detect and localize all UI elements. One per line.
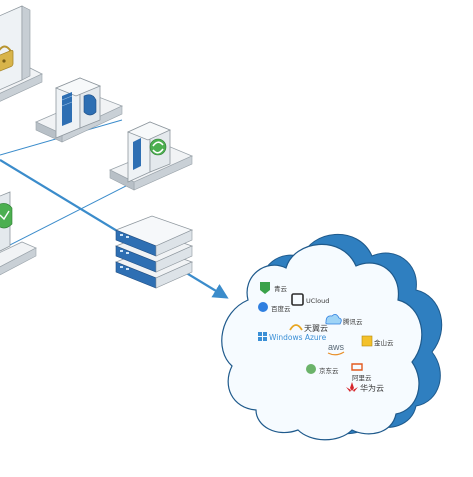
provider-label: 腾讯云 (343, 317, 363, 326)
provider-aliyun: 阿里云 (351, 363, 372, 382)
provider-label: 阿里云 (352, 373, 372, 382)
provider-label: 青云 (274, 284, 288, 293)
provider-qingcloud: 青云 (260, 282, 288, 294)
kingsoft-cloud-icon (361, 335, 373, 347)
jd-cloud-icon (306, 364, 316, 374)
provider-label: aws (328, 342, 345, 352)
aliyun-icon (351, 363, 363, 371)
qingcloud-icon (260, 282, 270, 294)
provider-baidu: 百度云 (258, 302, 291, 313)
platform (35, 121, 63, 143)
baidu-cloud-icon (258, 302, 268, 312)
tencent-cloud-icon (325, 314, 342, 325)
provider-tianyi: 天翼云 (289, 324, 328, 333)
provider-kingsoft: 金山云 (361, 335, 394, 347)
tianyi-cloud-icon (289, 324, 303, 331)
server-body (126, 121, 172, 141)
provider-label: 华为云 (360, 383, 384, 393)
provider-label: Windows Azure (269, 333, 327, 342)
lock-icon (0, 45, 14, 73)
server-panel (133, 138, 141, 170)
provider-label: 金山云 (374, 338, 394, 347)
provider-jdcloud: 京东云 (306, 364, 339, 375)
network-line (0, 184, 129, 251)
platform (109, 169, 135, 191)
provider-tencent: 腾讯云 (325, 314, 363, 326)
server-body (21, 5, 31, 81)
provider-huawei: 华为云 (346, 382, 384, 393)
server-blue-panel (35, 77, 124, 143)
aws-icon (327, 351, 345, 356)
provider-label: 京东云 (319, 366, 339, 375)
provider-ucloud: UCloud (291, 293, 329, 306)
windows-azure-icon (258, 332, 267, 341)
provider-label: 百度云 (271, 304, 291, 313)
provider-label: 天翼云 (304, 324, 328, 333)
server-green-shield (0, 191, 37, 276)
provider-aws: aws (327, 342, 345, 356)
refresh-icon (149, 138, 167, 156)
server-green-refresh (109, 121, 194, 191)
rack-server-icon (114, 215, 194, 289)
migration-arrow-icon (0, 159, 229, 299)
rack-unit (114, 215, 194, 257)
huawei-cloud-icon (346, 382, 358, 392)
provider-label: UCloud (306, 297, 329, 305)
ucloud-icon (291, 293, 304, 306)
shield-icon (83, 94, 97, 116)
platform (0, 73, 43, 102)
server-with-lock (0, 5, 43, 102)
cloud-icon: 青云 UCloud 百度云 天翼云 腾讯云 金山云 (221, 233, 443, 441)
cloud-front (221, 243, 423, 441)
provider-azure: Windows Azure (258, 332, 327, 342)
server-panel (62, 92, 72, 126)
platform (0, 247, 37, 276)
